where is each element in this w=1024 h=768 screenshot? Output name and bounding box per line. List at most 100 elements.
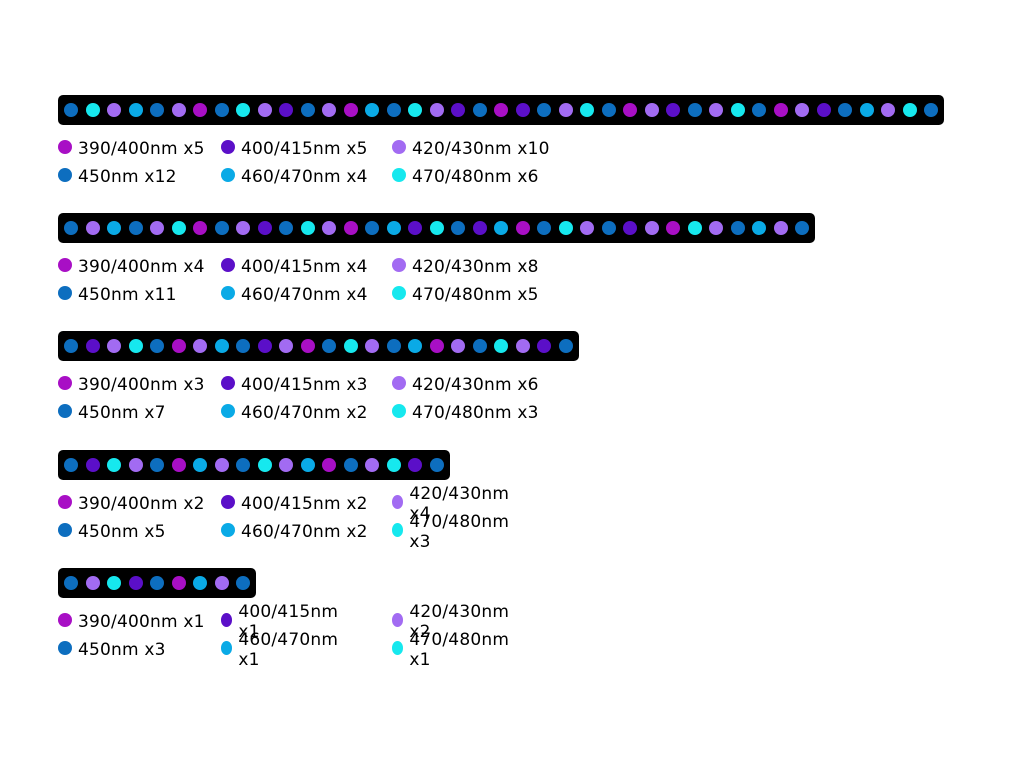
legend-swatch (392, 286, 406, 300)
legend-swatch (221, 168, 235, 182)
led-dot (279, 221, 293, 235)
legend-label: 420/430nm x4 (409, 484, 510, 524)
led-dot (709, 103, 723, 117)
led-dot (709, 221, 723, 235)
led-dot (515, 103, 530, 117)
led-dot (558, 221, 573, 235)
legend-label: 450nm x11 (78, 285, 177, 305)
led-dot (64, 339, 78, 353)
legend-label: 420/430nm x6 (412, 375, 539, 395)
legend-label: 470/480nm x5 (412, 285, 539, 305)
legend-swatch (58, 258, 72, 272)
led-dot (623, 221, 637, 235)
led-dot (429, 458, 444, 472)
led-dot (322, 458, 336, 472)
led-dot (107, 458, 121, 472)
legend-label: 460/470nm x2 (241, 522, 368, 542)
led-dot (494, 221, 508, 235)
led-dot (451, 221, 465, 235)
led-dot (472, 339, 487, 353)
legend-item: 450nm x12 (58, 165, 177, 189)
led-dot (193, 221, 207, 235)
led-dot (386, 339, 401, 353)
legend-item: 420/430nm x8 (392, 255, 539, 279)
led-dot (429, 221, 444, 235)
legend-item: 460/470nm x4 (221, 165, 368, 189)
led-bar (58, 95, 944, 125)
led-dot (193, 458, 207, 472)
led-dot (107, 576, 121, 590)
legend-label: 460/470nm x1 (238, 630, 339, 670)
legend-item: 390/400nm x2 (58, 492, 205, 516)
led-dot (279, 458, 293, 472)
legend-label: 420/430nm x2 (409, 602, 510, 642)
led-dot (150, 576, 164, 590)
led-dot (300, 339, 315, 353)
led-dot (429, 339, 444, 353)
legend-item: 420/430nm x6 (392, 373, 539, 397)
led-dot (257, 339, 272, 353)
led-dot (128, 458, 143, 472)
legend-label: 420/430nm x8 (412, 257, 539, 277)
led-dot (816, 103, 831, 117)
led-dot (214, 576, 229, 590)
legend-swatch (221, 404, 235, 418)
legend: 390/400nm x4 400/415nm x4 420/430nm x8 450n… (58, 255, 815, 315)
led-dot (687, 221, 702, 235)
legend-item: 470/480nm x3 (392, 512, 512, 552)
led-dot (558, 339, 573, 353)
legend-swatch (221, 140, 235, 154)
legend-item: 460/470nm x2 (221, 401, 368, 425)
led-dot (300, 103, 315, 117)
led-dot (64, 576, 78, 590)
led-dot (494, 339, 508, 353)
led-dot (193, 103, 207, 117)
legend-label: 400/415nm x3 (241, 375, 368, 395)
legend-swatch (392, 376, 406, 390)
legend-swatch (221, 523, 235, 537)
legend-swatch (58, 523, 72, 537)
legend-item: 400/415nm x2 (221, 492, 368, 516)
led-dot (644, 221, 659, 235)
led-dot (451, 103, 465, 117)
led-dot (773, 221, 788, 235)
led-dot (472, 103, 487, 117)
led-dot (537, 103, 551, 117)
led-dot (343, 103, 358, 117)
legend-label: 470/480nm x6 (412, 167, 539, 187)
led-dot (279, 339, 293, 353)
legend-label: 470/480nm x3 (409, 512, 510, 552)
led-dot (687, 103, 702, 117)
legend-swatch (392, 168, 406, 182)
led-dot (838, 103, 852, 117)
led-dot (408, 458, 422, 472)
led-dot (472, 221, 487, 235)
legend-label: 400/415nm x1 (238, 602, 339, 642)
led-dot (236, 339, 250, 353)
led-dot (623, 103, 637, 117)
legend-label: 450nm x7 (78, 403, 166, 423)
legend-swatch (392, 258, 406, 272)
led-dot (322, 339, 336, 353)
led-dot (214, 103, 229, 117)
legend-item: 470/480nm x5 (392, 283, 539, 307)
legend-label: 390/400nm x4 (78, 257, 205, 277)
legend-item: 400/415nm x3 (221, 373, 368, 397)
led-dot (85, 221, 100, 235)
legend-label: 390/400nm x1 (78, 612, 205, 632)
led-dot (64, 103, 78, 117)
led-dot (386, 458, 401, 472)
legend-item: 400/415nm x1 (221, 602, 341, 642)
legend-swatch (221, 286, 235, 300)
legend-item: 400/415nm x5 (221, 137, 368, 161)
legend-swatch (58, 286, 72, 300)
legend-label: 400/415nm x4 (241, 257, 368, 277)
legend-swatch (392, 404, 406, 418)
legend-swatch (392, 613, 404, 627)
